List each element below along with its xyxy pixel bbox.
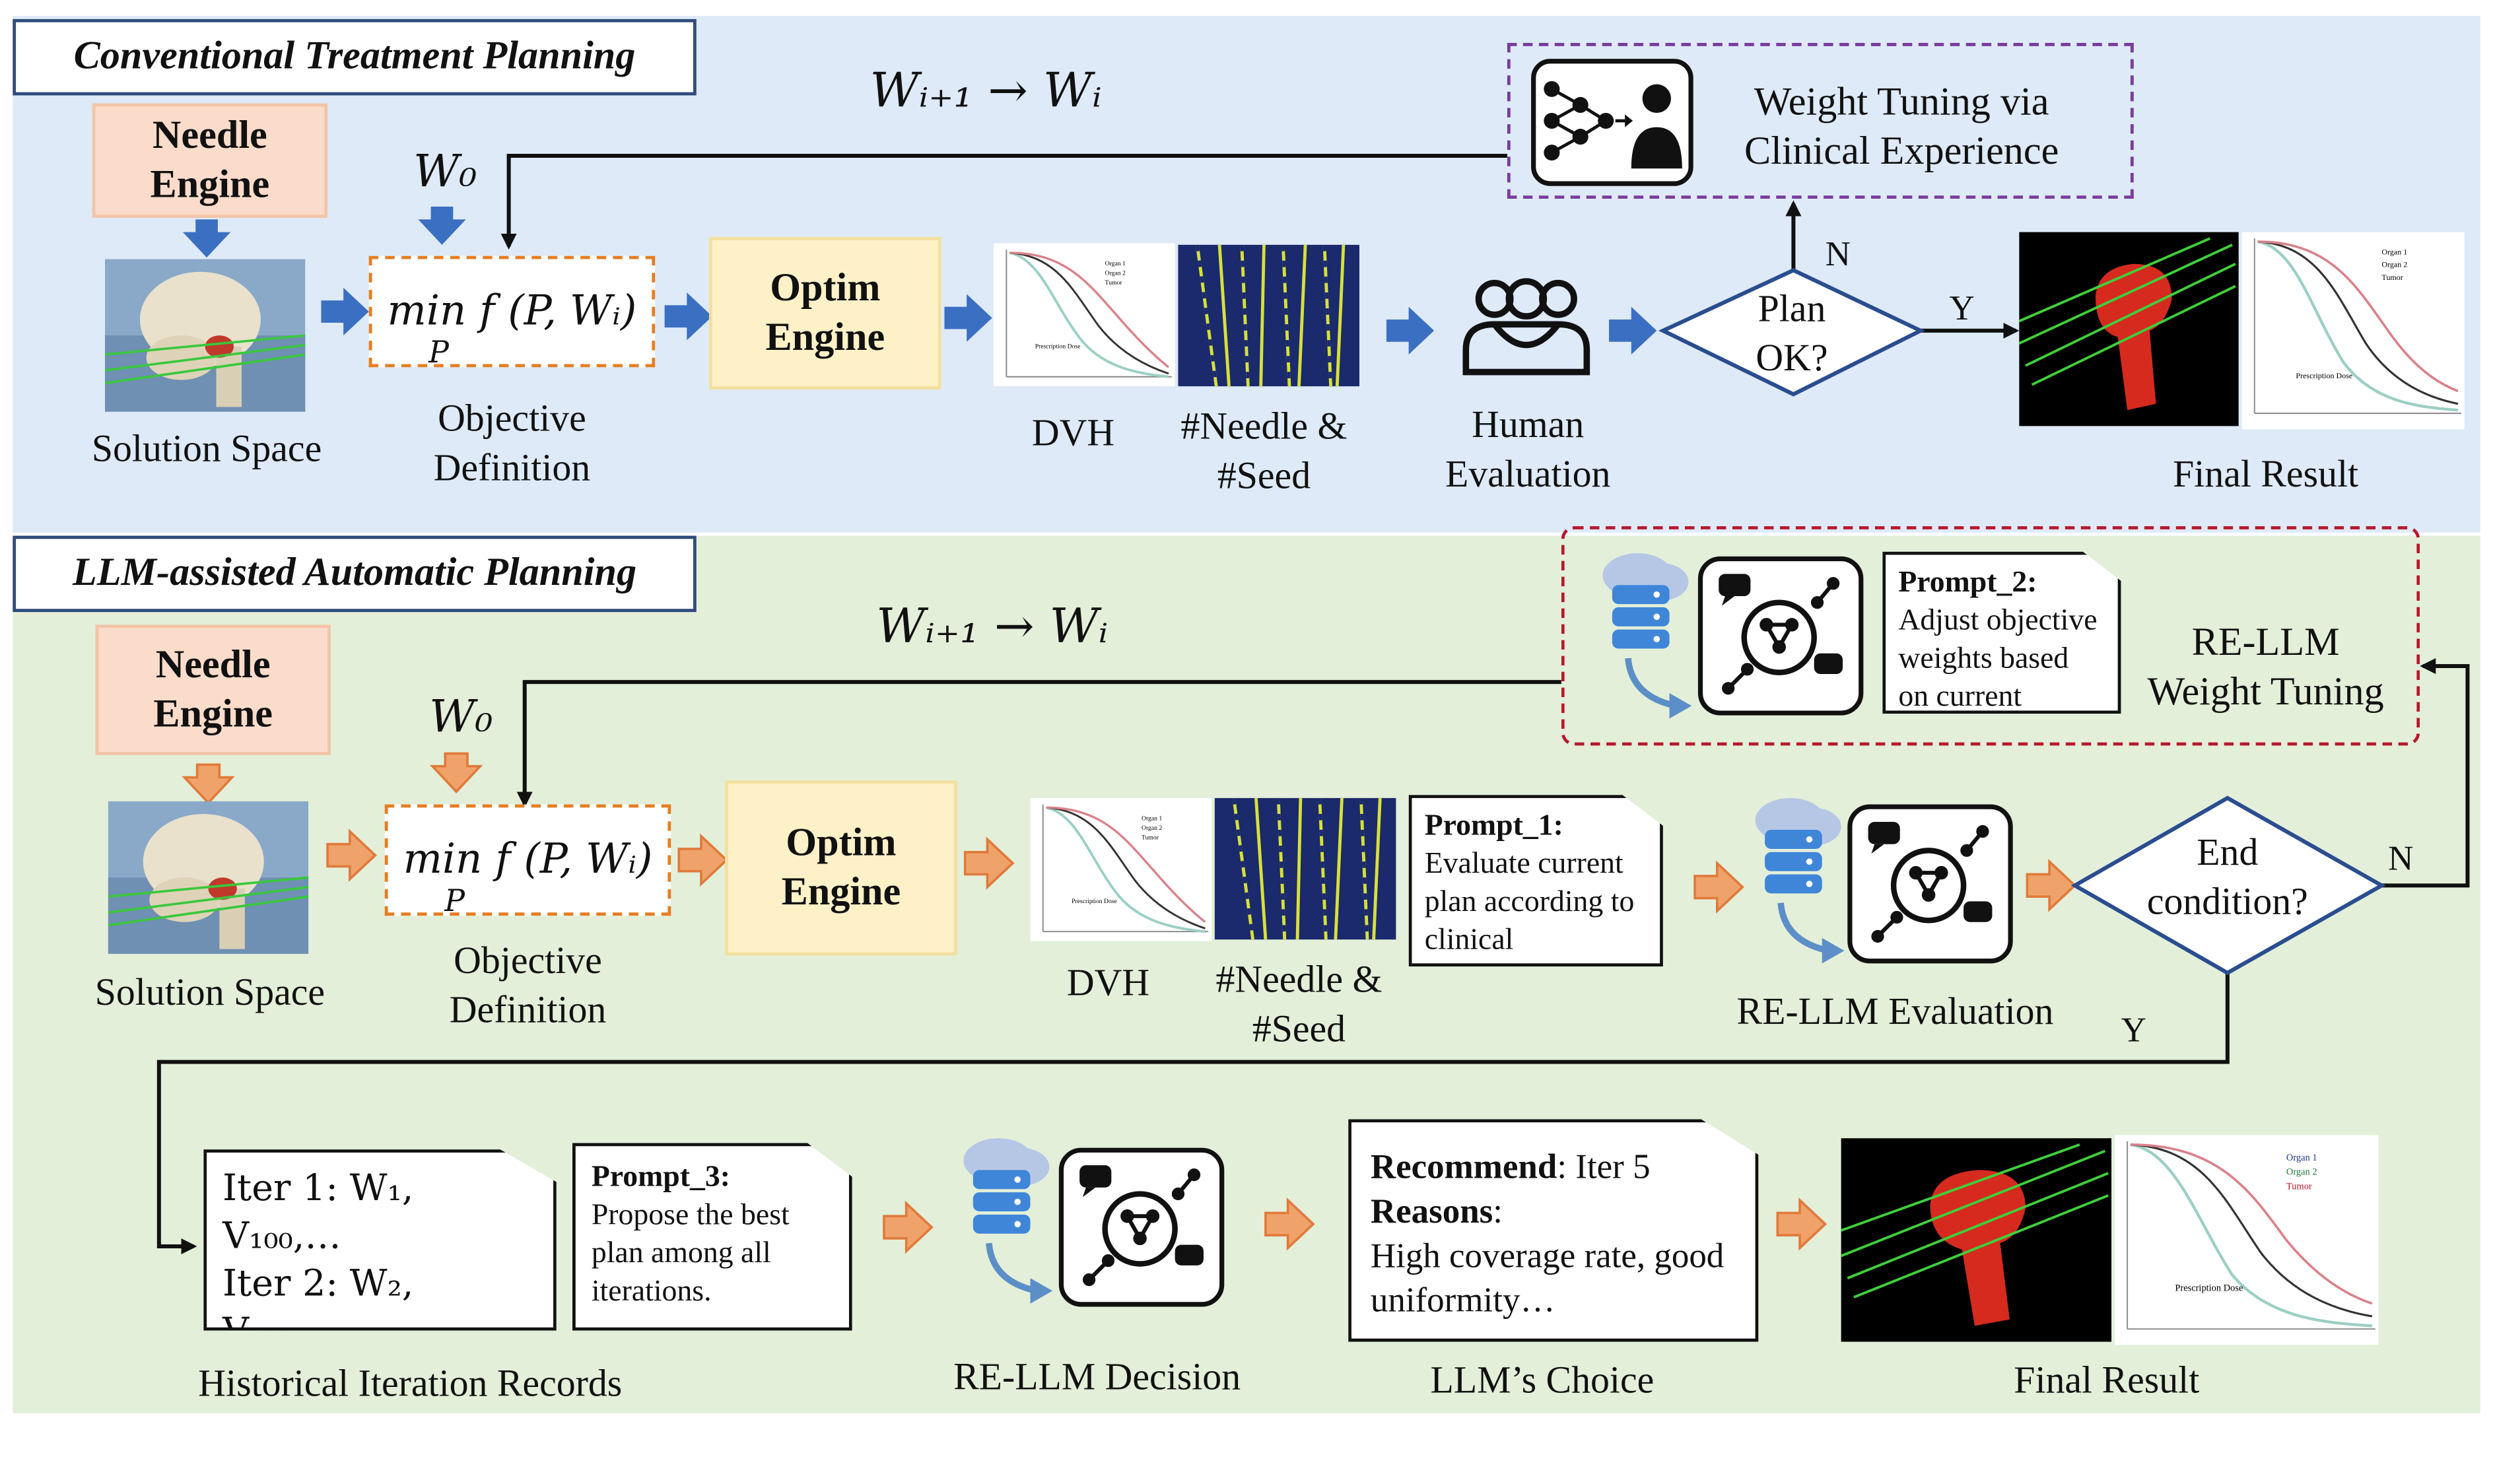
- objective-subscript: P: [428, 335, 449, 371]
- prompt3-note: Prompt_3: Propose the best plan among al…: [572, 1143, 852, 1331]
- llm-needle-seed-label: #Needle & #Seed: [1215, 960, 1383, 1051]
- top-yes-label: Y: [1949, 287, 1975, 328]
- decision-database-cloud-icon: [954, 1132, 1056, 1310]
- history-line-1: Iter 1: W₁, V₁₀₀,…: [222, 1168, 414, 1258]
- plan-ok-label: Plan OK?: [1756, 289, 1828, 380]
- objective-formula: min f (P, Wᵢ): [387, 287, 637, 336]
- final-legend-organ2: Organ 2: [2381, 260, 2407, 269]
- wt-brain-network-icon: [1697, 556, 1864, 716]
- brain-network-icon: [1847, 804, 2013, 964]
- dvh-chart: Organ 1 Organ 2 Tumor Prescription Dose: [994, 243, 1175, 387]
- llm-dvh-label: DVH: [1066, 963, 1150, 1005]
- final-result-label: Final Result: [2173, 454, 2359, 496]
- llm-dvh-caption: Prescription Dose: [1072, 898, 1117, 905]
- llm-yes-label: Y: [2121, 1009, 2146, 1050]
- llms-choice-label: LLM’s Choice: [1430, 1361, 1655, 1402]
- llm-final-result-3d: [1841, 1138, 2112, 1342]
- reasons-text: High coverage rate, good uniformity…: [1370, 1235, 1725, 1320]
- llm-dvh-legend-organ2: Organ 2: [1142, 825, 1162, 832]
- llm-objective-formula: min f (P, Wᵢ): [403, 836, 653, 884]
- final-legend-organ1: Organ 1: [2381, 247, 2407, 256]
- llm-objective-definition-label: Objective Definition: [449, 941, 607, 1032]
- prompt1-title: Prompt_1:: [1424, 809, 1563, 843]
- llm-dvh-legend-tumor: Tumor: [1142, 834, 1159, 842]
- recommend-value: : Iter 5: [1557, 1146, 1651, 1186]
- top-no-label: N: [1825, 233, 1851, 274]
- weight-tuning-box: [1507, 43, 2134, 199]
- optim-engine-box: Optim Engine: [709, 236, 941, 389]
- llm-needle-engine-box: Needle Engine: [95, 624, 331, 755]
- llm-objective-box: min f (P, Wᵢ) P: [384, 804, 671, 919]
- objective-box: min f (P, Wᵢ) P: [368, 255, 656, 371]
- final-dvh-chart: Organ 1 Organ 2 Tumor Prescription Dose: [2241, 232, 2465, 430]
- solution-space-label: Solution Space: [91, 429, 322, 471]
- historical-records-label: Historical Iteration Records: [198, 1364, 623, 1405]
- dvh-legend-organ1: Organ 1: [1105, 260, 1126, 267]
- re-llm-weight-tuning-label: RE-LLM Weight Tuning: [2147, 621, 2384, 714]
- prompt1-text: Evaluate current plan according to clini…: [1424, 847, 1635, 967]
- wt-database-cloud-icon: [1593, 547, 1695, 725]
- objective-definition-label: Objective Definition: [433, 399, 591, 490]
- prompt3-title: Prompt_3:: [591, 1160, 730, 1194]
- dvh-label: DVH: [1031, 413, 1115, 455]
- prompt2-title: Prompt_2:: [1898, 566, 2037, 599]
- history-note: Iter 1: W₁, V₁₀₀,… Iter 2: W₂, V₁₀₀,… …: [203, 1149, 557, 1331]
- needle-seed-label: #Needle & #Seed: [1180, 407, 1348, 498]
- llm-final-dvh-chart: Organ 1 Organ 2 Tumor Prescription Dose: [2114, 1135, 2379, 1345]
- llm-final-dvh-caption: Prescription Dose: [2175, 1283, 2243, 1293]
- final-result-3d: [2019, 232, 2239, 426]
- llm-solution-space-label: Solution Space: [94, 972, 325, 1015]
- human-evaluation-label: Human Evaluation: [1445, 405, 1611, 496]
- clinician-icon: [1531, 59, 1693, 186]
- llm-final-legend-tumor: Tumor: [2286, 1181, 2312, 1192]
- needle-seed-image: [1178, 244, 1359, 387]
- top-feedback-line: [500, 153, 1507, 250]
- decision-brain-network-icon: [1058, 1147, 1225, 1307]
- final-dvh-caption: Prescription Dose: [2296, 371, 2352, 380]
- final-legend-tumor: Tumor: [2381, 273, 2403, 282]
- llm-w0-label: W₀: [429, 690, 493, 743]
- dvh-legend-organ2: Organ 2: [1105, 270, 1126, 277]
- llm-final-legend-organ2: Organ 2: [2286, 1167, 2317, 1178]
- dvh-caption: Prescription Dose: [1035, 343, 1081, 350]
- database-cloud-icon: [1746, 792, 1847, 970]
- llm-needle-seed-image: [1214, 797, 1396, 940]
- recommend-label: Recommend: [1370, 1146, 1557, 1186]
- plan-ok-diamond: [1658, 268, 1925, 397]
- llm-final-legend-organ1: Organ 1: [2286, 1153, 2317, 1163]
- llm-choice-note: Recommend: Iter 5 Reasons: High coverage…: [1348, 1119, 1759, 1342]
- llm-dvh-legend-organ1: Organ 1: [1142, 815, 1162, 823]
- llm-final-result-label: Final Result: [2014, 1361, 2200, 1402]
- prompt2-note: Prompt_2: Adjust objective weights based…: [1882, 551, 2121, 714]
- end-condition-label: End condition?: [2146, 832, 2308, 924]
- history-line-2: Iter 2: W₂, V₁₀₀,…: [222, 1264, 414, 1330]
- solution-space-image: [104, 259, 306, 412]
- re-llm-weight-tuning-box: [1561, 526, 2420, 746]
- reasons-colon: :: [1493, 1190, 1503, 1231]
- prompt3-text: Propose the best plan among all iteratio…: [591, 1198, 790, 1308]
- llm-title: LLM-assisted Automatic Planning: [13, 535, 697, 613]
- prompt1-note: Prompt_1: Evaluate current plan accordin…: [1408, 795, 1663, 967]
- w0-label: W₀: [413, 145, 477, 197]
- re-llm-decision-label: RE-LLM Decision: [953, 1357, 1241, 1400]
- llm-no-label: N: [2388, 838, 2414, 878]
- people-icon: [1460, 273, 1593, 385]
- update-rule-label: Wᵢ₊₁ → Wᵢ: [870, 63, 1102, 119]
- llm-dvh-chart: Organ 1 Organ 2 Tumor Prescription Dose: [1030, 797, 1212, 941]
- end-condition-diamond: [2070, 795, 2386, 976]
- llm-optim-engine-box: Optim Engine: [725, 780, 957, 956]
- dvh-legend-tumor: Tumor: [1105, 279, 1123, 287]
- prompt2-text: Adjust objective weights based on curren…: [1898, 604, 2098, 714]
- llm-update-rule-label: Wᵢ₊₁ → Wᵢ: [876, 599, 1109, 656]
- llm-solution-space-image: [108, 801, 309, 954]
- conventional-title: Conventional Treatment Planning: [13, 18, 697, 96]
- re-llm-evaluation-label: RE-LLM Evaluation: [1736, 992, 2054, 1034]
- llm-objective-subscript: P: [444, 883, 465, 919]
- needle-engine-box: Needle Engine: [92, 103, 328, 218]
- weight-tuning-label: Weight Tuning via Clinical Experience: [1744, 81, 2059, 174]
- reasons-label: Reasons: [1370, 1190, 1493, 1231]
